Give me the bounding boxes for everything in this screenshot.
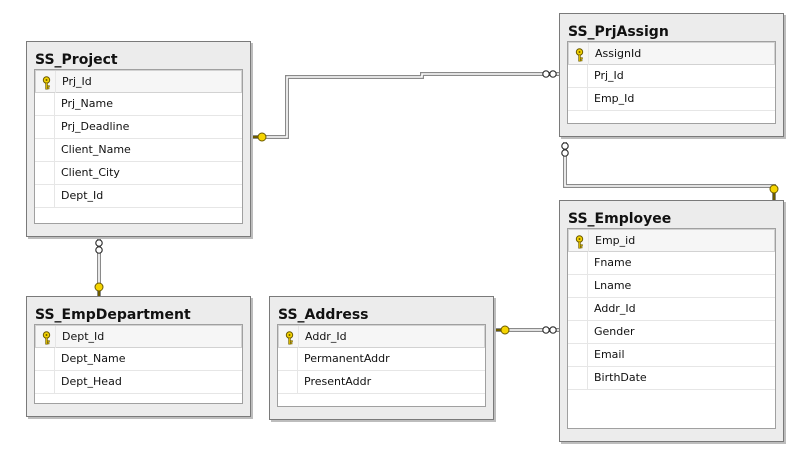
primary-key-icon [41, 330, 52, 345]
column-name: Prj_Deadline [61, 120, 130, 133]
row-gutter [568, 298, 588, 320]
row-gutter [568, 367, 588, 389]
column-row[interactable]: Prj_Id [35, 70, 242, 93]
column-row[interactable]: Emp_Id [568, 88, 775, 111]
column-row[interactable]: BirthDate [568, 367, 775, 390]
table-title: SS_Project [35, 52, 118, 68]
row-gutter [278, 371, 298, 393]
row-gutter [568, 275, 588, 297]
relationship-employee-prjassign[interactable] [563, 142, 776, 200]
column-row[interactable]: Addr_Id [568, 298, 775, 321]
primary-key-icon [41, 75, 52, 90]
column-row[interactable]: Gender [568, 321, 775, 344]
column-name: AssignId [595, 47, 642, 60]
column-row[interactable]: Email [568, 344, 775, 367]
column-row[interactable]: Lname [568, 275, 775, 298]
table-title: SS_Address [278, 307, 369, 323]
column-row[interactable]: Client_City [35, 162, 242, 185]
column-row[interactable]: AssignId [568, 42, 775, 65]
column-name: Emp_id [595, 234, 636, 247]
row-gutter [278, 348, 298, 370]
column-name: Dept_Name [61, 352, 126, 365]
column-row[interactable]: Dept_Id [35, 185, 242, 208]
row-gutter [35, 371, 55, 393]
one-end-key-icon [252, 132, 267, 142]
row-gutter [568, 344, 588, 366]
primary-key-icon [574, 234, 585, 249]
row-gutter [35, 116, 55, 138]
relationship-project-prjassign[interactable] [252, 72, 560, 139]
primary-key-icon [284, 330, 295, 345]
row-gutter [568, 88, 588, 110]
table-title: SS_EmpDepartment [35, 307, 191, 323]
column-name: PermanentAddr [304, 352, 390, 365]
column-row[interactable]: Emp_id [568, 229, 775, 252]
column-name: Prj_Id [594, 69, 624, 82]
one-end-key-icon [769, 184, 779, 200]
row-gutter [36, 71, 56, 93]
column-row[interactable]: Dept_Name [35, 348, 242, 371]
many-end-icon [95, 239, 103, 254]
column-name: Emp_Id [594, 92, 635, 105]
column-name: Email [594, 348, 625, 361]
row-gutter [36, 326, 56, 348]
column-row[interactable]: Prj_Deadline [35, 116, 242, 139]
column-name: Dept_Id [61, 189, 104, 202]
column-name: Fname [594, 256, 632, 269]
many-end-icon [542, 326, 557, 334]
column-row[interactable]: Prj_Id [568, 65, 775, 88]
column-row[interactable]: Client_Name [35, 139, 242, 162]
row-gutter [569, 230, 589, 252]
column-name: Dept_Head [61, 375, 122, 388]
column-name: Client_Name [61, 143, 131, 156]
many-end-icon [542, 70, 557, 78]
column-row[interactable]: Dept_Head [35, 371, 242, 394]
row-gutter [35, 139, 55, 161]
row-gutter [568, 252, 588, 274]
column-name: Gender [594, 325, 635, 338]
column-row[interactable]: PermanentAddr [278, 348, 485, 371]
column-name: Prj_Name [61, 97, 113, 110]
row-gutter [569, 43, 589, 65]
row-gutter [568, 321, 588, 343]
column-row[interactable]: Dept_Id [35, 325, 242, 348]
column-name: Dept_Id [62, 330, 105, 343]
column-name: Addr_Id [305, 330, 347, 343]
primary-key-icon [574, 47, 585, 62]
many-end-icon [561, 142, 569, 157]
column-row[interactable]: Addr_Id [278, 325, 485, 348]
column-name: PresentAddr [304, 375, 372, 388]
table-title: SS_Employee [568, 211, 672, 227]
table-title: SS_PrjAssign [568, 24, 669, 40]
column-name: Client_City [61, 166, 120, 179]
row-gutter [35, 93, 55, 115]
row-gutter [35, 348, 55, 370]
row-gutter [568, 65, 588, 87]
column-row[interactable]: Prj_Name [35, 93, 242, 116]
row-gutter [35, 162, 55, 184]
column-name: Prj_Id [62, 75, 92, 88]
column-row[interactable]: PresentAddr [278, 371, 485, 394]
column-name: Lname [594, 279, 632, 292]
column-name: Addr_Id [594, 302, 636, 315]
row-gutter [279, 326, 299, 348]
one-end-key-icon [94, 282, 104, 296]
row-gutter [35, 185, 55, 207]
column-row[interactable]: Fname [568, 252, 775, 275]
column-name: BirthDate [594, 371, 647, 384]
one-end-key-icon [494, 325, 510, 335]
